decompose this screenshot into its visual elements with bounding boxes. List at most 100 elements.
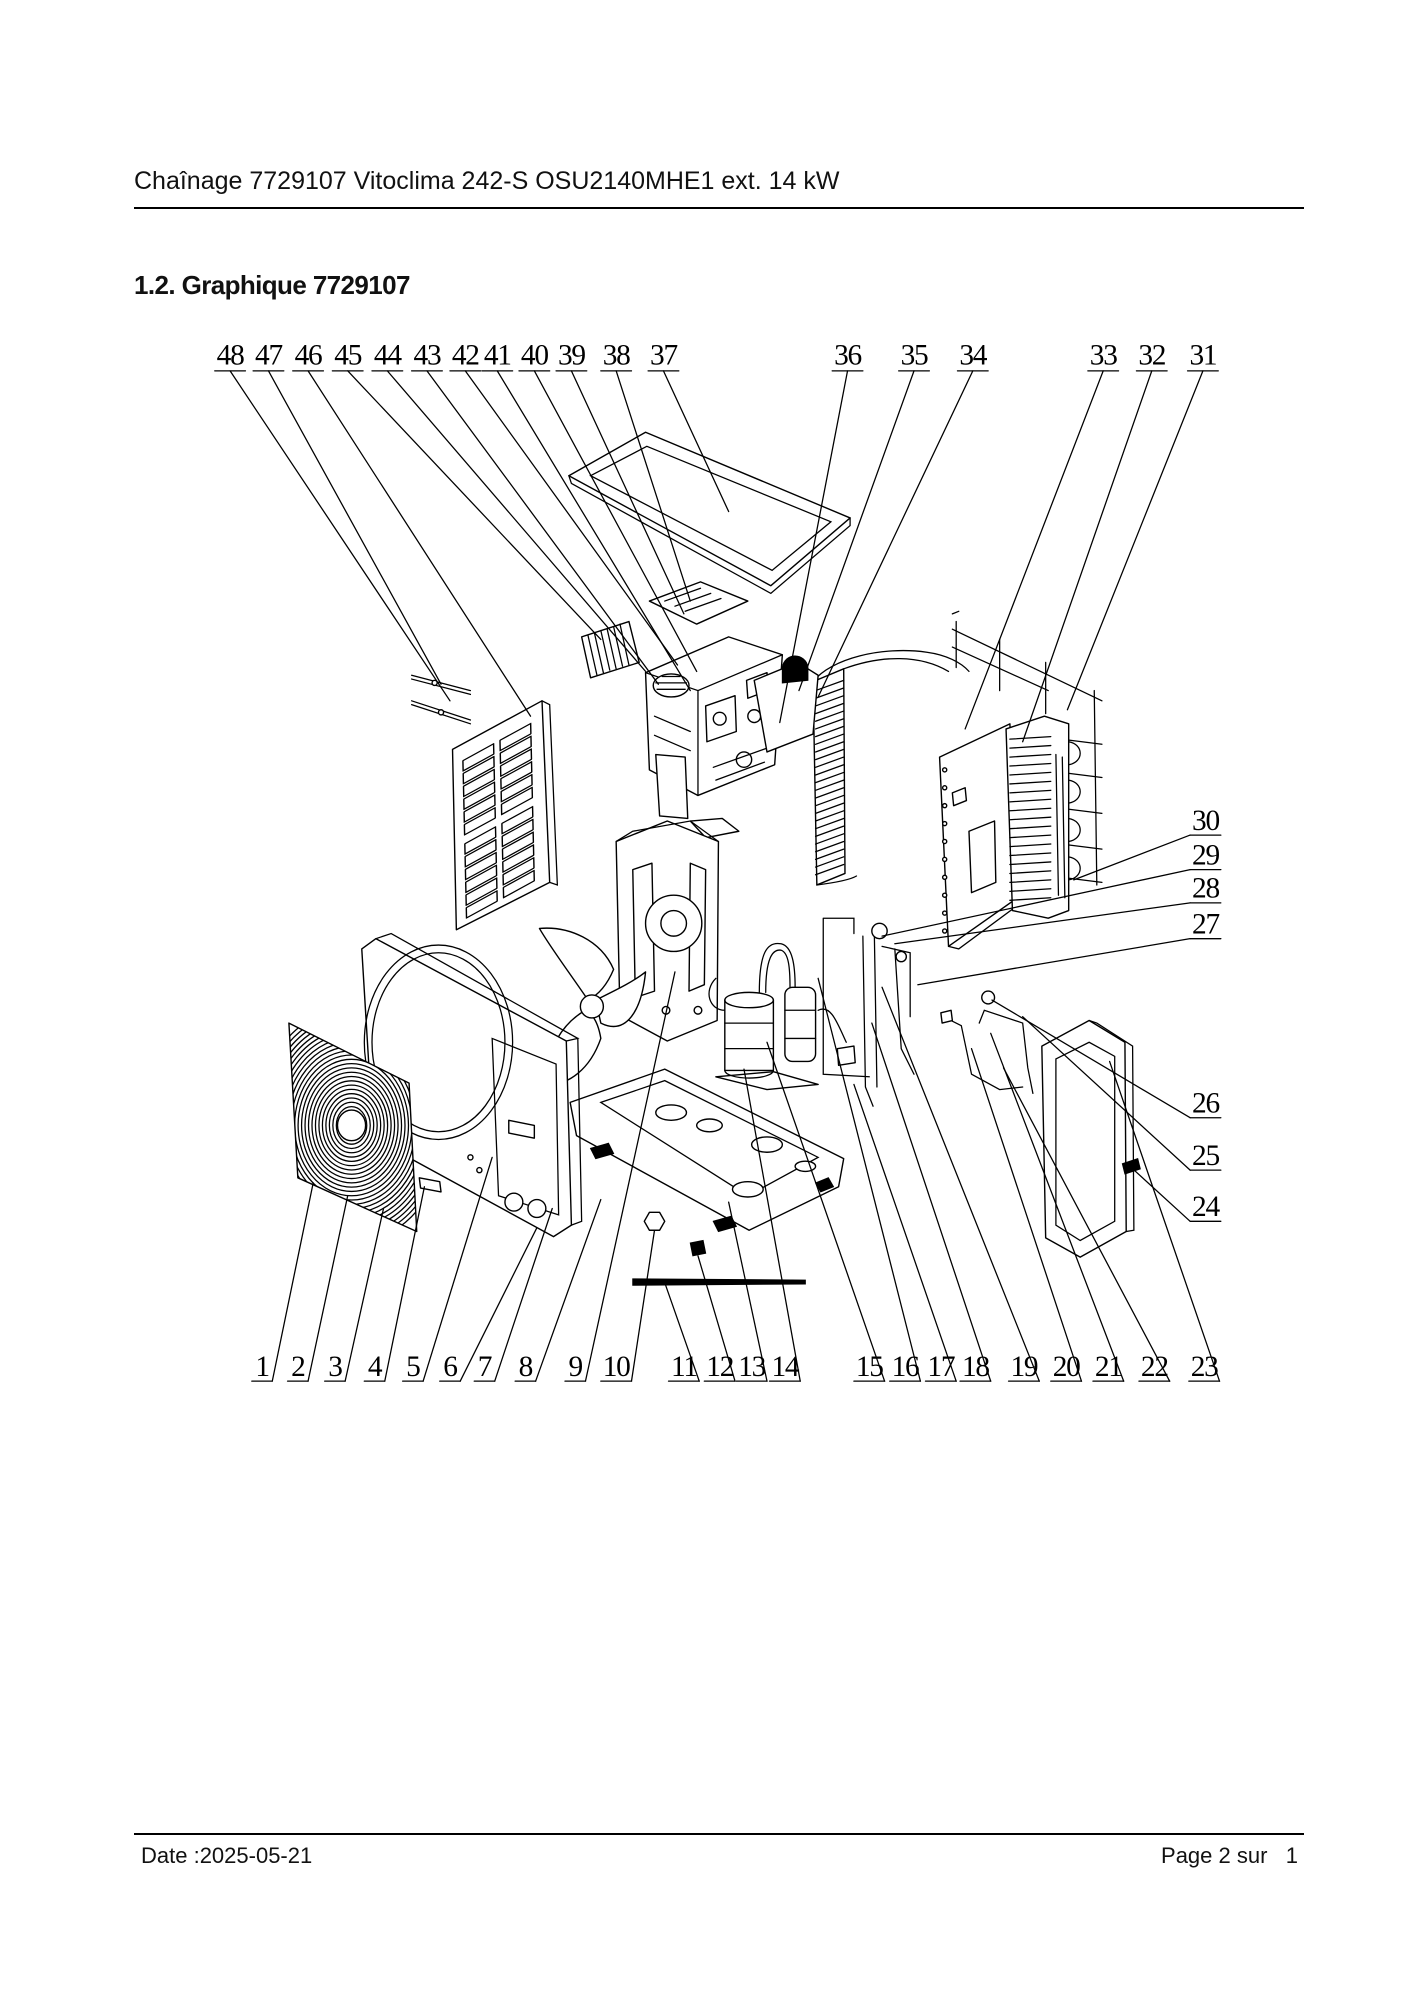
- panel-hole: [941, 785, 948, 791]
- valve-nut: [871, 922, 888, 940]
- leader-line: [881, 868, 1191, 937]
- leader-line: [817, 370, 974, 698]
- callout-label: 31: [1189, 339, 1216, 371]
- side-grid-panel: [451, 700, 559, 931]
- coil-fin: [1009, 780, 1052, 785]
- coil-fin: [814, 756, 845, 768]
- leader-line: [1130, 1166, 1191, 1222]
- callout-label: 11: [671, 1351, 697, 1383]
- grid-cell: [502, 869, 535, 899]
- grid-cell: [500, 773, 533, 803]
- callout-label: 16: [892, 1351, 919, 1383]
- grid-cell: [464, 864, 498, 894]
- grid-cell: [463, 781, 496, 811]
- leader-line: [881, 986, 1040, 1382]
- leader-line: [664, 1282, 700, 1382]
- grid-cell: [462, 755, 495, 785]
- panel-hole: [941, 767, 948, 773]
- grid-cell: [500, 786, 534, 816]
- coil-fin: [814, 710, 845, 722]
- grid-cell: [463, 794, 496, 823]
- grille-ring: [321, 1088, 382, 1163]
- coil-fin: [814, 787, 845, 799]
- coil-fin: [1009, 834, 1052, 839]
- coil-fin: [1009, 762, 1052, 767]
- callout-label: 25: [1192, 1140, 1219, 1172]
- callout-label: 42: [452, 339, 479, 371]
- panel-hole: [941, 820, 948, 827]
- coil-fin: [814, 779, 845, 791]
- leader-line: [853, 1083, 957, 1382]
- coil-fin: [814, 856, 845, 868]
- leader-line: [496, 370, 691, 692]
- grid-cell: [464, 826, 497, 855]
- coil-fin: [814, 702, 845, 715]
- grille-ring: [328, 1097, 375, 1154]
- leader-line: [917, 938, 1191, 986]
- rear-side-panel: [938, 723, 1024, 950]
- leader-line: [229, 370, 451, 702]
- grille-ring: [314, 1080, 389, 1171]
- coil-fin: [1009, 753, 1052, 758]
- callout-label: 19: [1011, 1351, 1038, 1383]
- leader-line: [426, 370, 659, 685]
- callout-label: 9: [569, 1351, 583, 1383]
- coil-fin: [814, 825, 845, 838]
- leader-line: [584, 971, 676, 1382]
- leader-line: [779, 370, 849, 724]
- leader-line: [1002, 1067, 1171, 1382]
- coil-fin: [1009, 816, 1052, 821]
- panel-hole: [941, 928, 948, 934]
- page-header-title: Chaînage 7729107 Vitoclima 242-S OSU2140…: [134, 167, 840, 195]
- grid-cell: [464, 851, 498, 881]
- coil-fin: [814, 840, 845, 853]
- callout-label: 43: [414, 339, 441, 371]
- grid-cell: [465, 890, 498, 919]
- condenser-coil: [812, 649, 970, 886]
- callout-label: 46: [295, 339, 322, 371]
- panel-hole: [941, 802, 948, 809]
- leader-line: [1066, 370, 1204, 711]
- callout-label: 14: [771, 1351, 799, 1383]
- refrigerant-piping: [708, 942, 847, 1043]
- rear-guard-wires: [951, 610, 1103, 886]
- leader-line: [743, 1068, 801, 1382]
- callout-label: 38: [603, 339, 630, 371]
- leader-line: [1022, 370, 1153, 743]
- callout-label: 1: [255, 1351, 268, 1383]
- coil-fin: [1009, 888, 1052, 892]
- leader-line: [464, 370, 679, 666]
- heating-cable: [632, 1278, 806, 1286]
- callout-label: 6: [443, 1351, 457, 1383]
- grid-cell: [462, 743, 495, 772]
- footer-page-number: Page 2 sur 1: [1161, 1843, 1298, 1868]
- callout-label: 33: [1090, 339, 1117, 371]
- callout-label: 8: [519, 1351, 533, 1383]
- coil-fin: [1009, 735, 1052, 740]
- callout-label: 24: [1192, 1191, 1220, 1223]
- connection-pipes: [940, 990, 1034, 1095]
- callout-label: 45: [334, 339, 361, 371]
- callout-label: 29: [1192, 839, 1219, 871]
- grille-ring: [325, 1093, 378, 1158]
- leader-line: [894, 902, 1191, 945]
- coil-fin: [1009, 843, 1052, 848]
- callout-label: 37: [650, 339, 677, 371]
- callout-label: 34: [959, 339, 987, 371]
- leader-line: [970, 1048, 1083, 1382]
- callout-label: 21: [1095, 1351, 1122, 1383]
- valve-assembly: [822, 917, 915, 1107]
- panel-handle: [1121, 1157, 1141, 1175]
- callout-label: 2: [291, 1351, 305, 1383]
- coil-fin: [814, 764, 845, 776]
- leader-line: [871, 1022, 992, 1382]
- callout-label: 47: [255, 339, 282, 371]
- coil-fin: [1009, 879, 1052, 884]
- leader-line: [766, 1041, 886, 1382]
- callout-label: 17: [927, 1351, 954, 1383]
- grid-cell: [499, 748, 533, 777]
- grid-cell: [501, 818, 534, 848]
- coil-fin: [814, 771, 845, 784]
- callout-label: 20: [1053, 1351, 1080, 1383]
- leader-line: [267, 370, 442, 685]
